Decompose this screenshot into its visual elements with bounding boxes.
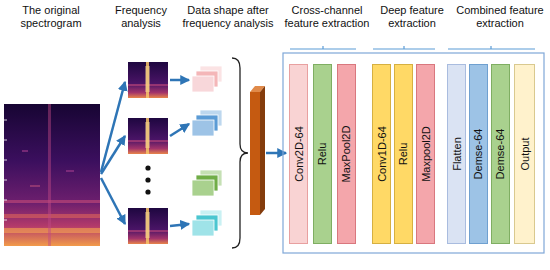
heading-label: Frequency analysis	[108, 4, 174, 30]
feature-block	[250, 86, 265, 215]
layer-box: Relu	[313, 64, 332, 244]
band-spectrograms	[128, 62, 168, 244]
layer-label: Relu	[317, 143, 329, 166]
heading-label: Deep feature extraction	[374, 4, 450, 30]
network-frame	[283, 53, 544, 253]
layer-box: MaxPool2D	[337, 64, 356, 244]
flow-arrows	[101, 80, 286, 226]
curly-brace	[232, 58, 248, 248]
group-brackets	[290, 46, 535, 49]
heading-label: Data shape after frequency analysis	[180, 4, 276, 30]
data-stacks	[192, 66, 222, 236]
layer-box: Maxpool2D	[416, 64, 435, 244]
layer-label: Conv1D-64	[376, 126, 388, 182]
layer-label: Flatten	[451, 137, 463, 171]
heading-label: Cross-channel feature extraction	[284, 4, 370, 30]
layer-box: Conv2D-64	[289, 64, 308, 244]
layer-label: Relu	[398, 143, 410, 166]
layer-box: Flatten	[447, 64, 466, 244]
layer-label: Demse-64	[473, 129, 485, 180]
layer-box: Relu	[394, 64, 413, 244]
ellipsis-dots	[145, 165, 150, 194]
layer-label: MaxPool2D	[341, 126, 353, 183]
layer-label: Maxpool2D	[420, 126, 432, 182]
spectrogram-image	[4, 104, 100, 246]
layer-box: Demse-64	[491, 64, 510, 244]
heading-label: The original spectrogram	[3, 4, 99, 30]
layer-label: Output	[519, 137, 531, 170]
layer-label: Conv2D-64	[293, 126, 305, 182]
layer-box: Output	[514, 64, 535, 244]
layer-box: Conv1D-64	[372, 64, 391, 244]
layer-label: Demse-64	[495, 129, 507, 180]
layer-box: Demse-64	[469, 64, 488, 244]
heading-label: Combined feature extraction	[456, 4, 544, 30]
